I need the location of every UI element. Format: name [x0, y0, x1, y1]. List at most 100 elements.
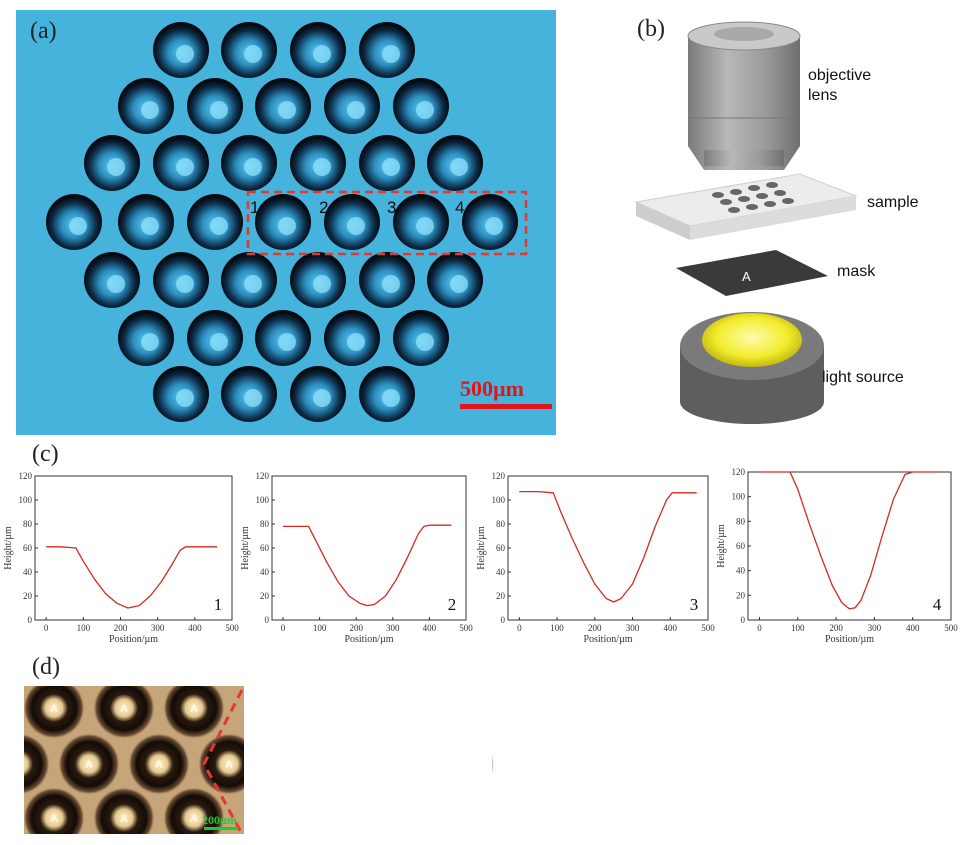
projected-well — [491, 787, 553, 834]
y-tick-label: 100 — [19, 495, 33, 505]
scale-bar — [204, 827, 238, 830]
panel-a: 1 2 3 4 500µm — [16, 10, 556, 435]
y-tick-label: 60 — [23, 543, 33, 553]
y-tick-label: 0 — [265, 615, 270, 625]
x-tick-label: 0 — [517, 623, 522, 633]
x-tick-label: 500 — [944, 623, 958, 633]
y-tick-label: 20 — [736, 590, 746, 600]
projected-letter: A — [85, 759, 93, 771]
projected-well — [492, 753, 494, 775]
row-label-3: 3 — [387, 198, 396, 217]
selected-column-outline — [388, 688, 476, 834]
scale-bar — [672, 827, 706, 830]
projected-well — [830, 733, 892, 795]
microwell-highlight — [141, 217, 159, 235]
microwell-highlight — [210, 101, 228, 119]
y-tick-label: 100 — [256, 495, 270, 505]
y-tick-label: 80 — [23, 519, 33, 529]
projected-letter: A — [354, 811, 363, 825]
projected-well — [491, 686, 553, 739]
setup-diagram: A — [634, 21, 858, 424]
projected-well — [760, 733, 822, 795]
microwell-highlight — [347, 101, 365, 119]
projected-letter: A — [284, 811, 293, 825]
projected-letter: A — [50, 813, 58, 825]
microwell-highlight — [141, 333, 159, 351]
profile-line — [759, 471, 940, 610]
projected-letter: A — [249, 757, 258, 771]
x-tick-label: 0 — [757, 623, 762, 633]
projected-well — [257, 787, 319, 834]
panel-label-a: (a) — [30, 18, 57, 44]
projected-well — [397, 686, 459, 739]
plot-frame — [34, 475, 233, 621]
projected-letter: A — [891, 810, 901, 826]
projected-letter: A — [319, 757, 328, 771]
projected-letter: A — [517, 811, 527, 826]
microwell-highlight — [141, 101, 159, 119]
microwell-highlight — [382, 45, 400, 63]
projected-letter: A — [482, 757, 492, 772]
y-axis-label: Height/µm — [476, 526, 487, 570]
projected-well — [865, 686, 927, 739]
x-tick-label: 200 — [829, 623, 843, 633]
projected-letter: A — [856, 756, 866, 772]
projected-letter: A — [891, 700, 901, 716]
profile-line — [519, 490, 697, 603]
projected-well — [93, 686, 155, 739]
microwell-highlight — [244, 275, 262, 293]
chart-id-label: 4 — [933, 595, 942, 614]
microwell-highlight — [416, 217, 434, 235]
projected-letter: A — [751, 700, 761, 716]
plot-frame — [747, 471, 952, 621]
chart-id-label: 1 — [214, 595, 223, 614]
microwell-highlight — [176, 45, 194, 63]
microwell-highlight — [313, 45, 331, 63]
y-tick-label: 120 — [492, 471, 506, 481]
mask-letter: A — [742, 269, 751, 284]
microwell-highlight — [176, 389, 194, 407]
projected-well — [795, 787, 857, 834]
microwell-highlight — [416, 333, 434, 351]
x-tick-label: 500 — [459, 623, 473, 633]
projected-well — [327, 787, 389, 834]
projected-well — [596, 733, 658, 795]
projected-well — [327, 686, 389, 739]
projected-well — [900, 733, 960, 795]
x-tick-label: 0 — [44, 623, 49, 633]
x-tick-label: 400 — [423, 623, 437, 633]
projected-well — [257, 686, 319, 739]
microwell-highlight — [176, 275, 194, 293]
y-tick-label: 80 — [736, 516, 746, 526]
projected-letter: A — [657, 811, 667, 826]
projected-well — [526, 733, 588, 795]
projected-well — [128, 733, 190, 795]
microwell-highlight — [450, 158, 468, 176]
y-tick-label: 0 — [741, 615, 746, 625]
microwell-highlight — [244, 158, 262, 176]
projected-letter: A — [120, 703, 128, 715]
projected-letter: A — [552, 757, 562, 772]
projected-well — [292, 733, 354, 795]
x-tick-label: 400 — [906, 623, 920, 633]
label-objective-lens: objective lens — [808, 67, 872, 104]
projected-well — [24, 686, 85, 739]
microwell-highlight — [450, 275, 468, 293]
profile-line — [46, 546, 218, 609]
projected-letter: A — [622, 757, 632, 772]
x-tick-label: 100 — [791, 623, 805, 633]
microwell-highlight — [107, 275, 125, 293]
microwell-highlight — [278, 217, 296, 235]
microwell-highlight — [382, 158, 400, 176]
x-axis-label: Position/µm — [825, 634, 874, 645]
scale-bar-label: 200µm — [436, 813, 471, 827]
microwell-highlight — [278, 101, 296, 119]
projected-letter: A — [354, 701, 363, 715]
profile-line — [283, 524, 452, 607]
x-tick-label: 500 — [225, 623, 239, 633]
projected-letter: A — [786, 756, 796, 772]
